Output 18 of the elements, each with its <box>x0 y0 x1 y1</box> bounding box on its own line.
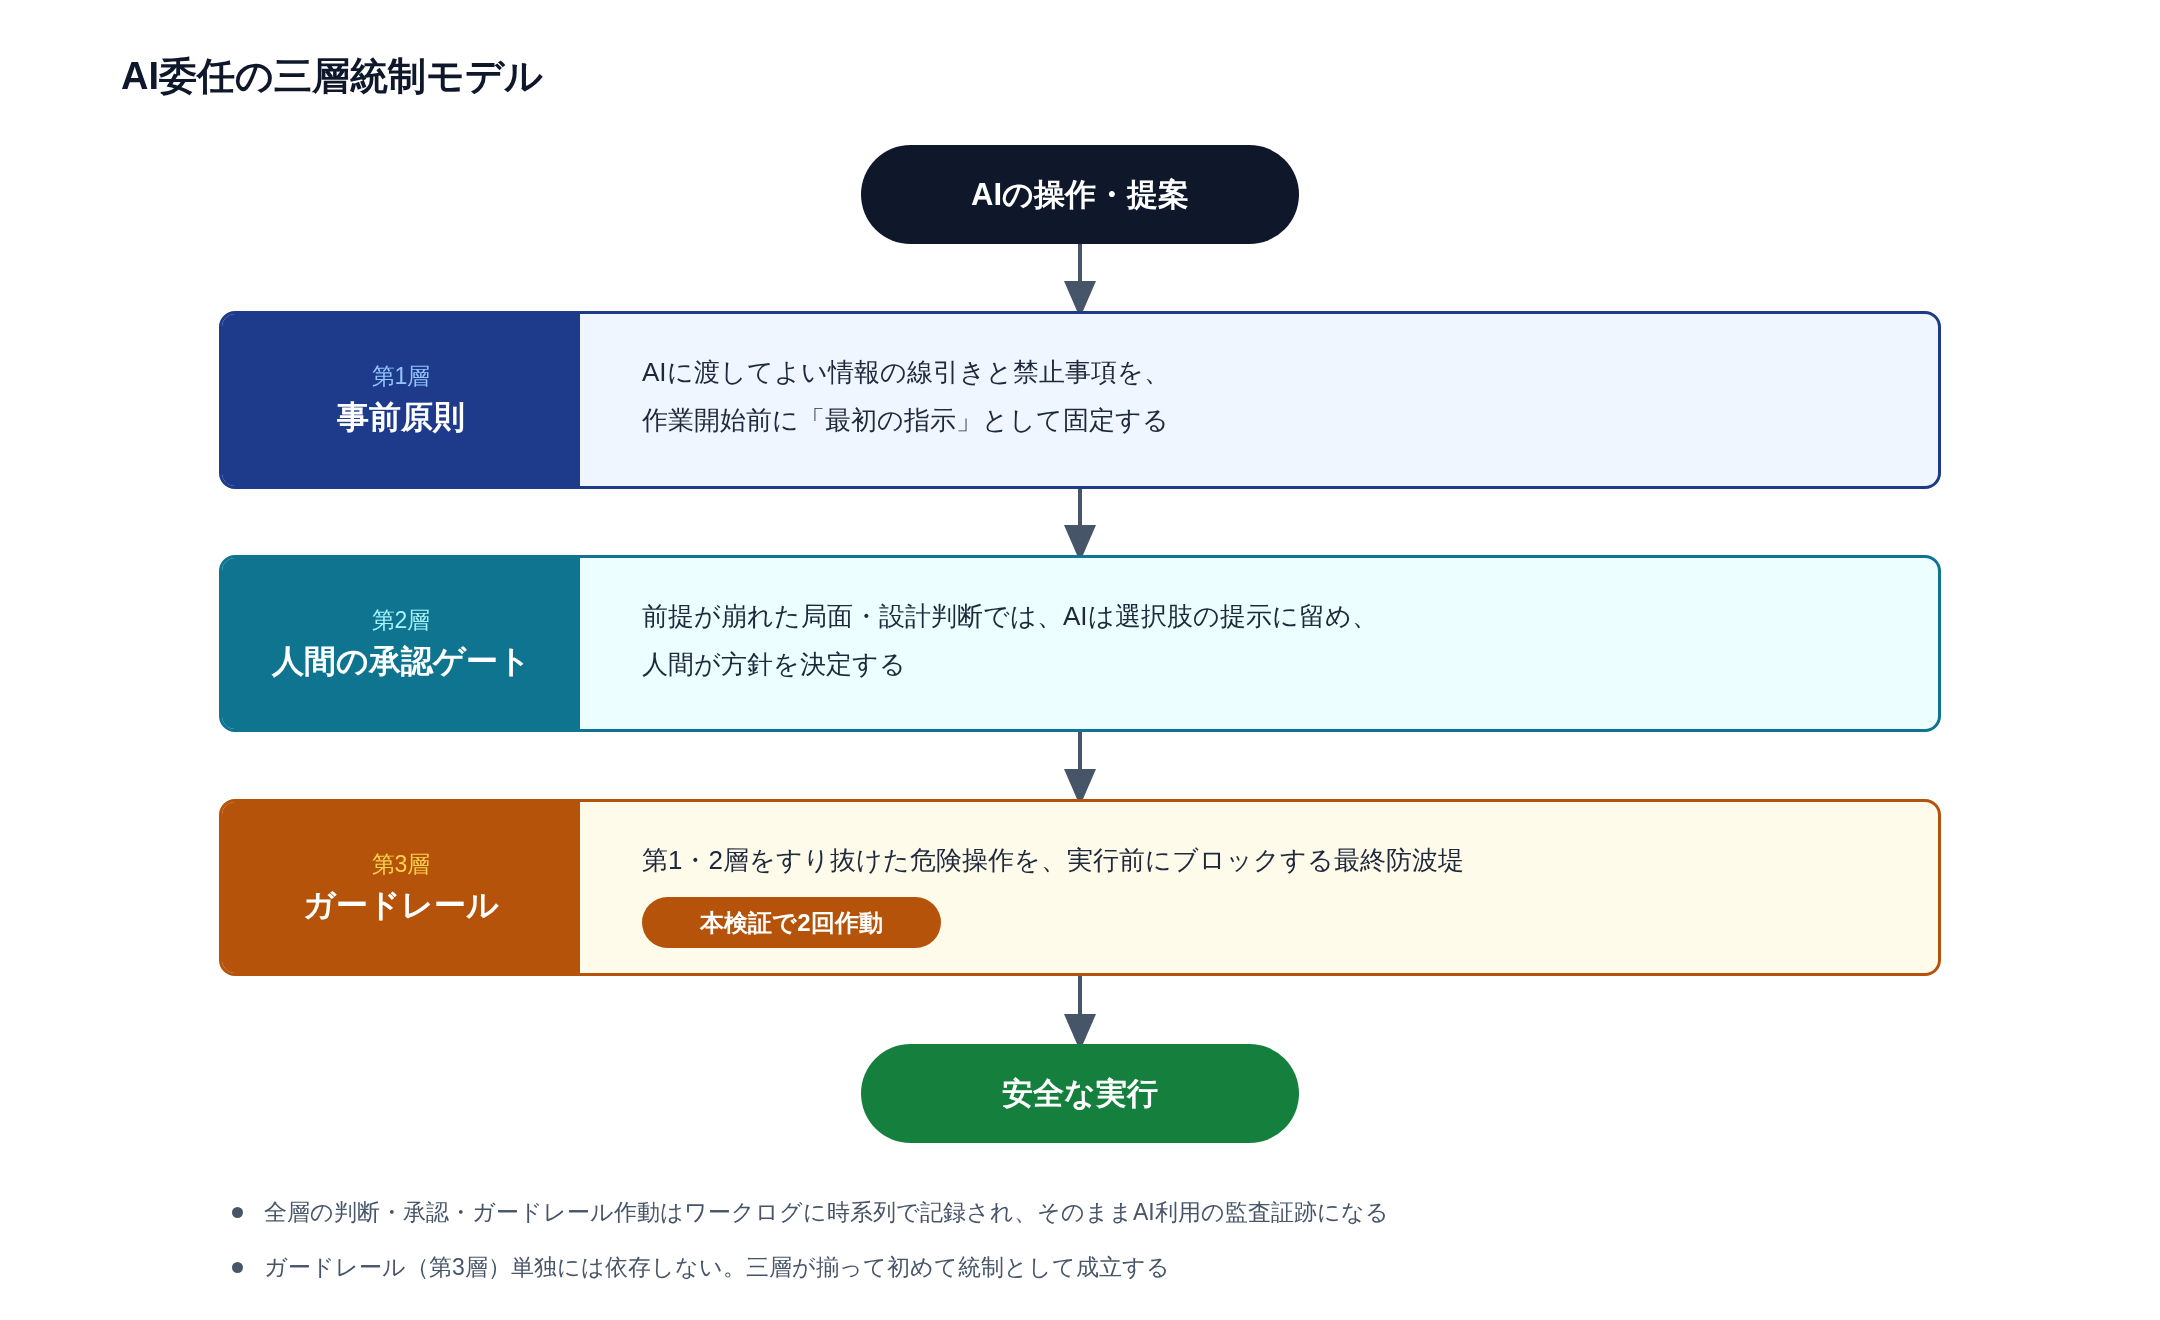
layer-box <box>219 799 1941 976</box>
start-pill: AIの操作・提案 <box>861 145 1299 244</box>
end-pill: 安全な実行 <box>861 1044 1299 1143</box>
layer-box <box>219 555 1941 732</box>
description-text: AIに渡してよい情報の線引きと禁止事項を、作業開始前に「最初の指示」として固定する <box>642 356 1171 437</box>
layer-title: ガードレール <box>303 885 499 925</box>
layer-number: 第2層 <box>371 605 431 635</box>
badge: 本検証で2回作動 <box>642 897 941 948</box>
layer-number: 第1層 <box>371 362 431 391</box>
layer-title: 人間の承認ゲート <box>271 641 531 681</box>
note-text: 全層の判断・承認・ガードレール作動はワークログに時系列で記録され、そのままAI利用の監査証跡になる <box>264 1198 1389 1227</box>
description-text: 第1・2層をすり抜けた危険操作を、実行前にブロックする最終防波堤 <box>642 844 1465 877</box>
description-text: 前提が崩れた局面・設計判断では、AIは選択肢の提示に留め、人間が方針を決定する <box>642 600 1379 681</box>
layer-title: 事前原則 <box>337 398 465 437</box>
note-text: ガードレール（第3層）単独には依存しない。三層が揃って初めて統制として成立する <box>264 1253 1170 1282</box>
layer-number: 第3層 <box>371 849 431 879</box>
title: AI委任の三層統制モデル <box>121 54 543 99</box>
layer-box <box>219 311 1941 489</box>
